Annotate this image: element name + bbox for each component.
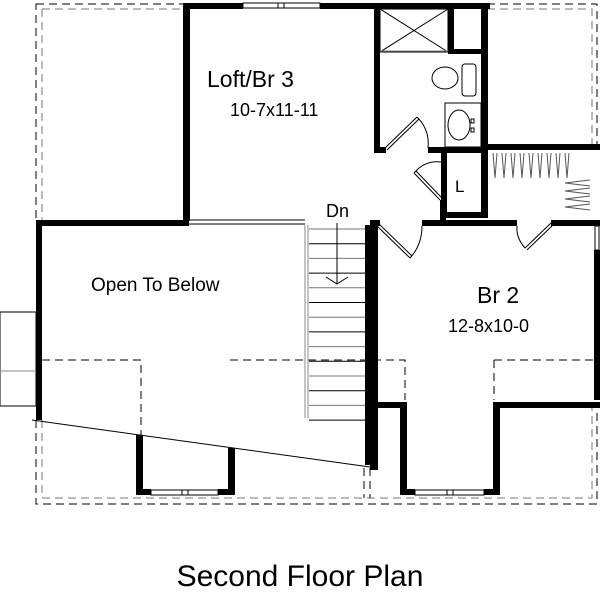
roof-slope-line [31, 419, 371, 468]
hanger [564, 195, 591, 203]
railing [189, 219, 305, 225]
roof-outline-left [35, 3, 187, 222]
hanger [546, 152, 552, 179]
floor-plan-drawing: Loft/Br 3 10-7x11-11 Open To Below Br 2 … [0, 2, 600, 505]
stair-rail [304, 225, 309, 418]
room-label-open-to-below: Open To Below [91, 275, 220, 296]
room-label-linen: L [455, 177, 464, 196]
roof-outline-bottom [35, 359, 598, 505]
hanger [564, 203, 591, 211]
closet-hangers [492, 152, 591, 211]
hanger [555, 152, 561, 179]
hanger [537, 152, 543, 179]
sink [444, 102, 482, 148]
room-label-br2: Br 2 [477, 282, 519, 308]
stair-label: Dn [326, 201, 349, 221]
shower [379, 8, 449, 53]
room-dims-br2: 12-8x10-0 [448, 316, 529, 336]
hanger [519, 152, 525, 179]
plan-title: Second Floor Plan [176, 560, 424, 593]
hanger [492, 152, 498, 179]
hanger [564, 179, 591, 187]
room-dims-loft: 10-7x11-11 [230, 100, 318, 120]
hanger [528, 152, 534, 179]
chimney [0, 311, 37, 407]
room-label-loft: Loft/Br 3 [207, 66, 294, 92]
hanger [564, 187, 591, 195]
walls [36, 3, 600, 495]
windows [150, 2, 600, 496]
hanger [501, 152, 507, 179]
doors [376, 116, 554, 259]
hanger [564, 152, 570, 179]
hanger [510, 152, 516, 179]
roof-outline-right [487, 3, 598, 152]
toilet [431, 63, 477, 97]
stair-arrow [325, 223, 349, 285]
